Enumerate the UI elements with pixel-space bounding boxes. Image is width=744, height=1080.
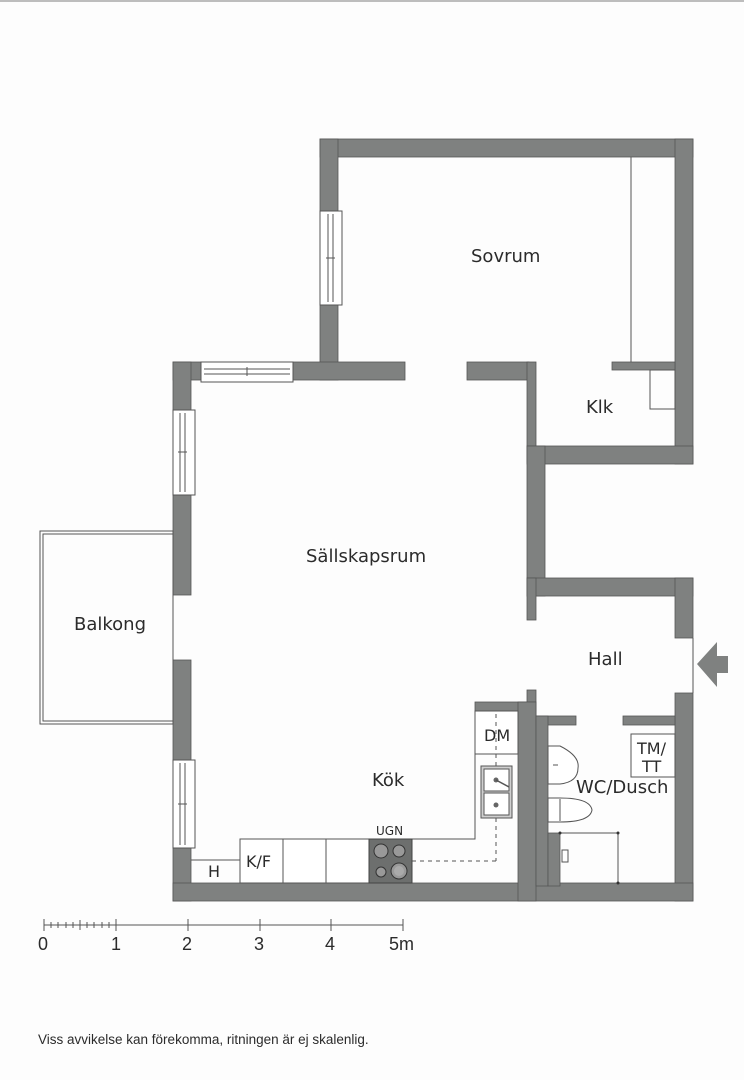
- room-label-kok: Kök: [372, 770, 405, 791]
- room-label-balkong: Balkong: [74, 614, 146, 635]
- room-label-sovrum: Sovrum: [471, 246, 540, 267]
- top-border: [0, 0, 744, 2]
- room-label-wc-dusch: WC/Dusch: [576, 777, 668, 798]
- scale-tick-2: 2: [182, 934, 192, 954]
- fixture-label-tt-text: TT: [641, 757, 661, 776]
- windows: [172, 210, 343, 849]
- bathroom-fixtures: [547, 733, 676, 885]
- closet-shelf: [649, 369, 676, 410]
- fixture-label-h: H: [208, 862, 220, 881]
- scale-bar: 0 1 2 3 4 5m: [38, 919, 414, 954]
- balcony: [39, 530, 174, 725]
- fixture-label-ugn: UGN: [376, 824, 403, 838]
- room-label-sallskapsrum: Sällskapsrum: [306, 546, 426, 567]
- scale-tick-4: 4: [325, 934, 335, 954]
- room-label-hall: Hall: [588, 649, 623, 670]
- fixture-label-tm: TM/: [636, 739, 667, 758]
- walls: [172, 138, 694, 902]
- room-label-klk: Klk: [586, 397, 614, 418]
- scale-tick-5: 5m: [389, 934, 414, 954]
- disclaimer-footnote: Viss avvikelse kan förekomma, ritningen …: [38, 1032, 369, 1047]
- entrance-arrow-icon: [697, 642, 728, 687]
- scale-tick-3: 3: [254, 934, 264, 954]
- fixture-label-kf: K/F: [246, 852, 271, 871]
- fixture-label-dm: DM: [484, 726, 510, 745]
- kitchen-counters: [191, 710, 519, 884]
- scale-tick-1: 1: [111, 934, 121, 954]
- scale-tick-0: 0: [38, 934, 48, 954]
